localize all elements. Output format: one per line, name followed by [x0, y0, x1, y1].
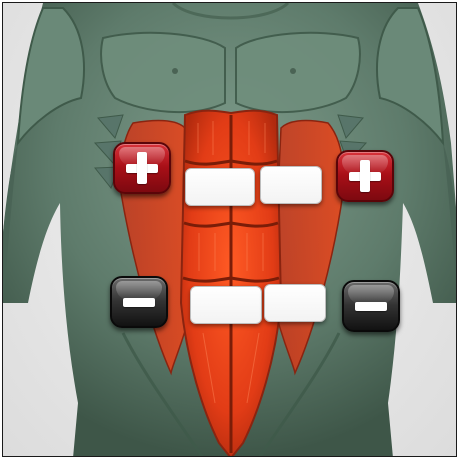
- torso-illustration: [3, 3, 457, 457]
- nipple-left: [172, 68, 178, 74]
- increase-left-button[interactable]: [113, 142, 171, 194]
- plus-icon: [124, 150, 160, 186]
- minus-icon: [353, 288, 389, 324]
- plus-icon: [347, 158, 383, 194]
- electrode-pad-lower-right[interactable]: [264, 284, 326, 322]
- nipple-right: [290, 68, 296, 74]
- pectoral-right: [236, 33, 360, 112]
- pectoral-left: [101, 33, 225, 112]
- decrease-left-button[interactable]: [110, 276, 168, 328]
- abs-stimulator-view: [2, 2, 457, 457]
- electrode-pad-upper-left[interactable]: [185, 168, 255, 206]
- decrease-right-button[interactable]: [342, 280, 400, 332]
- increase-right-button[interactable]: [336, 150, 394, 202]
- electrode-pad-lower-left[interactable]: [190, 286, 262, 324]
- electrode-pad-upper-right[interactable]: [260, 166, 322, 204]
- minus-icon: [121, 284, 157, 320]
